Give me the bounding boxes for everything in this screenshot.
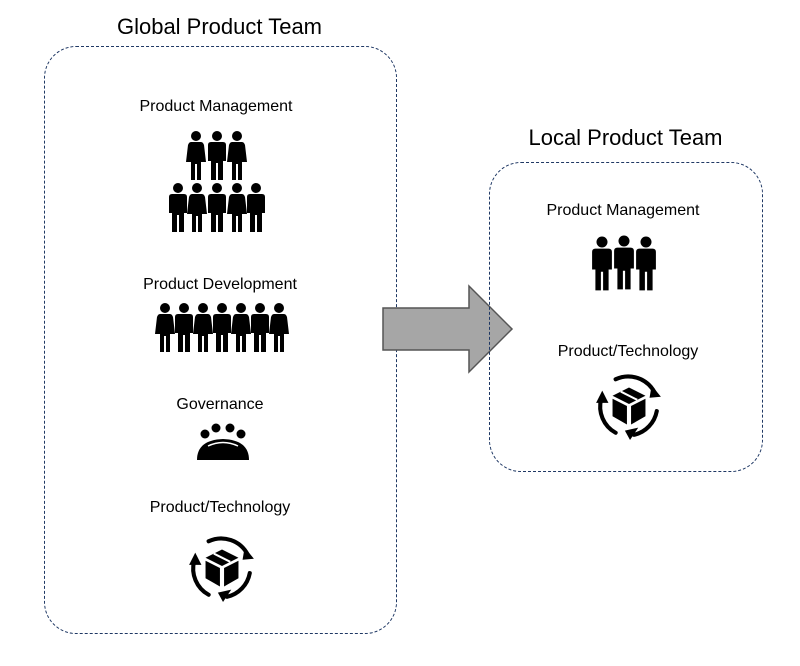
global-team-title: Global Product Team: [116, 14, 323, 39]
global-product-technology-label: Product/Technology: [149, 499, 291, 516]
global-governance-label: Governance: [176, 396, 264, 413]
right-arrow-icon: [381, 284, 515, 374]
people-pyramid-icon: [166, 131, 268, 233]
people-row-icon: [154, 302, 292, 354]
global-product-management-label: Product Management: [139, 98, 293, 115]
meeting-table-icon: [196, 422, 250, 460]
local-product-management-label: Product Management: [546, 202, 700, 219]
local-product-technology-label: Product/Technology: [557, 343, 699, 360]
three-people-icon: [591, 234, 657, 294]
global-product-development-label: Product Development: [143, 276, 297, 293]
local-team-title: Local Product Team: [528, 125, 723, 150]
local-team-box: [489, 162, 763, 472]
product-cycle-icon: [186, 532, 258, 604]
product-cycle-icon: [593, 370, 665, 442]
